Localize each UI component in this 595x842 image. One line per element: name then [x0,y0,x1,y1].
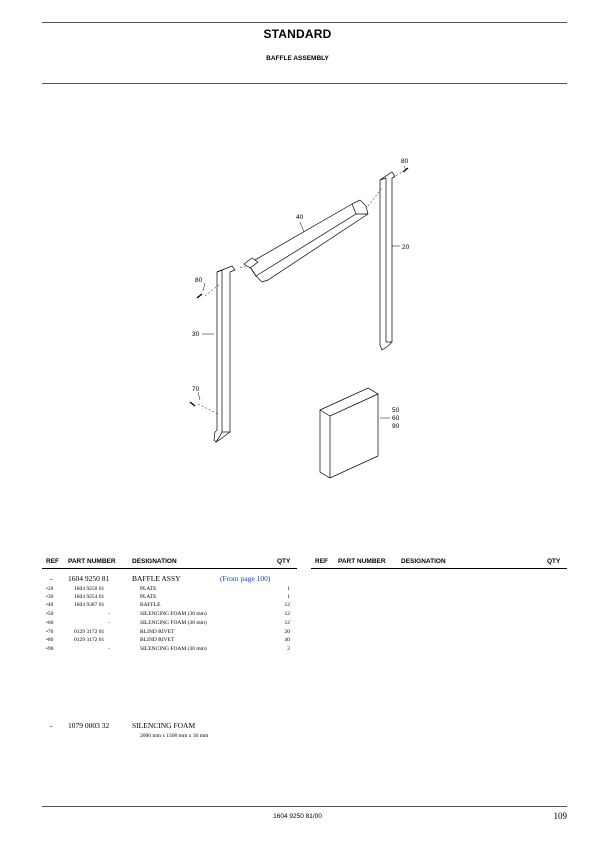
table-row: •20 1604 9250 01 PLATE 1 [0,586,595,594]
baffle-part [243,199,369,283]
table-row-main: - 1604 9250 81 BAFFLE ASSY (From page 10… [0,574,595,584]
qty-cell: 2 [287,646,290,652]
table-row: •90 - SILENCING FOAM (30 mm) 2 [0,646,595,654]
table-row-extra-detail: 2000 mm x 1500 mm x 30 mm [0,733,595,741]
header-bottom-rule [42,83,567,84]
callout-70: 70 [192,386,200,393]
footer-rule [42,806,567,807]
ref-cell: •50 [46,611,54,617]
page-subtitle: BAFFLE ASSEMBLY [266,55,329,62]
callout-80-left: 80 [195,277,203,284]
alignment-lines [197,171,403,415]
part-number-cell: 0129 3172 01 [74,629,105,635]
qty-cell: 20 [284,629,291,635]
part-number-cell: 1604 9250 81 [68,574,110,583]
table-row: •40 1604 9387 01 BAFFLE 12 [0,602,595,610]
ref-cell: •70 [46,629,54,635]
part-number-cell: 0129 3172 01 [74,637,105,643]
column-ref-right: REF [315,558,328,565]
designation-cell: BAFFLE [140,602,161,608]
table-row: •30 1604 9254 01 PLATE 1 [0,594,595,602]
qty-cell: 1 [287,594,290,600]
designation-cell: SILENCING FOAM (30 mm) [140,646,207,652]
table-row: •70 0129 3172 01 BLIND RIVET 20 [0,629,595,637]
ref-cell: - [50,574,53,583]
designation-cell: BLIND RIVET [140,637,175,643]
qty-cell: 40 [284,637,291,643]
page-title: STANDARD [263,27,332,41]
designation-cell: SILENCING FOAM (30 mm) [140,611,207,617]
callout-40: 40 [296,214,304,221]
table-row: •60 - SILENCING FOAM (30 mm) 12 [0,620,595,628]
ref-cell: •20 [46,586,54,592]
ref-cell: •40 [46,602,54,608]
qty-cell: 1 [287,586,290,592]
right-table-header-rule [311,568,567,569]
column-designation: DESIGNATION [132,558,177,565]
designation-cell: SILENCING FOAM [132,721,196,730]
rivet-70-icon [189,401,196,407]
dimension-detail: 2000 mm x 1500 mm x 30 mm [140,733,209,739]
column-ref: REF [46,558,59,565]
exploded-view-drawing: 80 40 20 80 30 70 50 60 90 [189,158,410,479]
column-designation-right: DESIGNATION [401,558,446,565]
designation-cell: BLIND RIVET [140,629,175,635]
qty-cell: 12 [284,620,291,626]
part-number-cell: 1604 9387 01 [74,602,105,608]
designation-cell: PLATE [140,594,157,600]
table-row: •50 - SILENCING FOAM (30 mm) 12 [0,611,595,619]
foam-block-part [319,387,379,479]
table-row-extra: - 1079 0003 32 SILENCING FOAM [0,721,595,731]
right-table-header: REF PART NUMBER DESIGNATION QTY [0,558,595,567]
qty-cell: 12 [284,602,291,608]
part-number-cell: 1604 9250 01 [74,586,105,592]
part-number-cell: - [108,611,110,617]
right-plate-part [379,171,396,351]
footer-document-number: 1604 9250 81/00 [273,813,322,820]
part-number-cell: 1079 0003 32 [68,721,110,730]
page-number: 109 [553,811,568,821]
column-part-number-right: PART NUMBER [338,558,386,565]
designation-cell: SILENCING FOAM (30 mm) [140,620,207,626]
callout-60: 60 [392,415,400,422]
designation-cell: PLATE [140,586,157,592]
column-qty-right: QTY [547,558,561,565]
part-number-cell: - [108,620,110,626]
left-table-header-rule [42,568,297,569]
part-number-cell: 1604 9254 01 [74,594,105,600]
rivet-80-left-icon [196,293,203,299]
ref-cell: - [50,721,53,730]
table-row: •80 0129 3172 01 BLIND RIVET 40 [0,637,595,645]
header-top-rule [42,22,567,23]
column-qty: QTY [277,558,291,565]
callout-90: 90 [392,423,400,430]
ref-cell: •60 [46,620,54,626]
callout-80-top: 80 [401,158,409,165]
qty-cell: 12 [284,611,291,617]
designation-cell: BAFFLE ASSY [132,574,181,583]
left-table-header: REF PART NUMBER DESIGNATION QTY [0,558,300,567]
from-page-link[interactable]: (From page 100) [220,574,271,583]
ref-cell: •90 [46,646,54,652]
rivet-80-top-right-icon [402,167,409,173]
callout-50: 50 [392,407,400,414]
part-number-cell: - [108,646,110,652]
left-plate-part [213,265,236,443]
leader-lines [197,165,407,419]
callout-20: 20 [402,244,410,251]
ref-cell: •80 [46,637,54,643]
column-part-number: PART NUMBER [68,558,116,565]
ref-cell: •30 [46,594,54,600]
callout-30: 30 [192,331,200,338]
